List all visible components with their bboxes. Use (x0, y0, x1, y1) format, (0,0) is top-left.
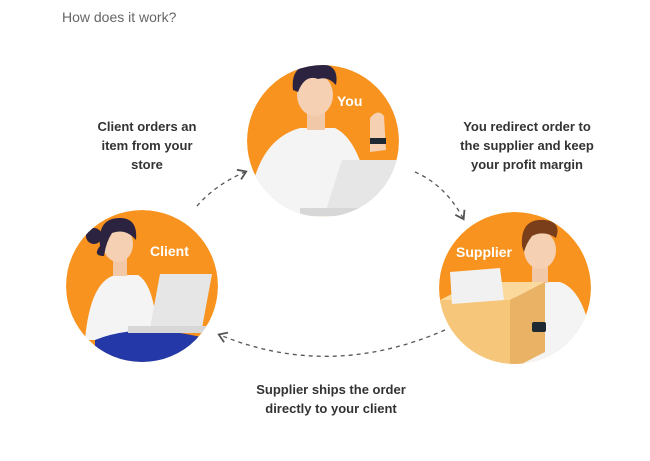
supplier-label: Supplier (456, 244, 513, 260)
arrow-supplier-to-client (220, 330, 445, 356)
you-node (247, 64, 400, 230)
you-label: You (337, 93, 362, 109)
arrow-you-to-supplier (415, 172, 463, 218)
client-node (66, 210, 218, 370)
client-label: Client (150, 243, 189, 259)
arrow-client-to-you (197, 172, 245, 206)
supplier-node (439, 212, 595, 370)
